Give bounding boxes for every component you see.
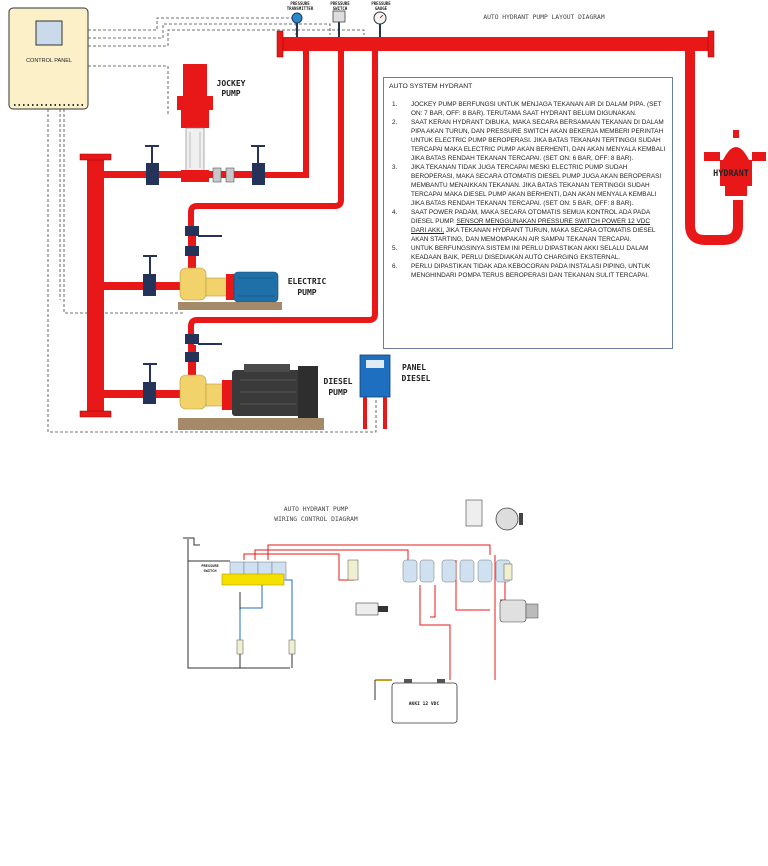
electric-pump-label-2: PUMP — [297, 288, 316, 297]
wiring-title-2: WIRING CONTROL DIAGRAM — [274, 516, 358, 523]
info-item: 2. SAAT KERAN HYDRANT DIBUKA, MAKA SECARA… — [389, 118, 667, 163]
info-item-text-underlined: SENSOR MENGGUNAKAN PRESSURE SWITCH POWER… — [411, 218, 650, 234]
alternator — [465, 499, 523, 531]
hydrant-label: HYDRANT — [713, 169, 749, 179]
diesel-pump-label-1: DIESEL — [324, 377, 353, 386]
info-item: 1. JOCKEY PUMP BERFUNGSI UNTUK MENJAGA TE… — [389, 100, 667, 118]
panel-diesel-label-1: PANEL — [402, 363, 426, 372]
electric-pump: ELECTRIC PUMP — [104, 226, 326, 310]
wiring-title-1: AUTO HYDRANT PUMP — [284, 506, 349, 513]
jockey-pump: JOCKEY PUMP — [104, 64, 260, 182]
panel-diesel: PANEL DIESEL — [359, 354, 431, 429]
pressure-switch-label-1: PRESSURE — [330, 1, 350, 6]
jockey-pump-label-2: PUMP — [221, 89, 240, 98]
wiring-pressure-switch-label-1: PRESSURE — [201, 564, 218, 568]
suction-header — [79, 153, 112, 418]
control-panel: CONTROL PANEL — [8, 7, 89, 110]
jockey-pump-label-1: JOCKEY — [217, 79, 246, 88]
pressure-switch: PRESSURE SWITCH — [330, 1, 350, 37]
info-item-text-cont: JIKA TEKANAN HYDRANT TURUN, MAKA SECARA … — [411, 227, 656, 243]
layout-diagram-title: AUTO HYDRANT PUMP LAYOUT DIAGRAM — [483, 14, 605, 21]
info-item-number: 4. — [392, 209, 398, 216]
battery-label: AKKI 12 VDC — [409, 701, 440, 707]
info-item-text: SAAT KERAN HYDRANT DIBUKA, MAKA SECARA B… — [411, 119, 666, 162]
fuel-solenoid — [355, 602, 388, 616]
diesel-pump: DIESEL PUMP — [104, 334, 353, 430]
pressure-gauge-label-1: PRESSURE — [371, 1, 391, 6]
header-pipe — [276, 30, 715, 58]
info-list: 1. JOCKEY PUMP BERFUNGSI UNTUK MENJAGA TE… — [389, 100, 667, 280]
info-item-number: 2. — [392, 119, 398, 126]
info-item-number: 3. — [392, 164, 398, 171]
jockey-valves — [145, 145, 265, 185]
starter-motor — [499, 599, 539, 623]
pressure-transmitter: PRESSURE TRANSMITTER — [287, 1, 314, 37]
info-item-text: JIKA TEKANAN TIDAK JUGA TERCAPAI MESKI E… — [411, 164, 662, 207]
info-item-number: 1. — [392, 101, 398, 108]
info-item-text: UNTUK BERFUNGSINYA SISTEM INI PERLU DIPA… — [411, 245, 649, 261]
pressure-transmitter-label-1: PRESSURE — [290, 1, 310, 6]
pressure-transmitter-label-2: TRANSMITTER — [287, 6, 314, 11]
pressure-switch-label-2: SWITCH — [333, 6, 348, 11]
pressure-switch-block: PRESSURE SWITCH — [201, 561, 287, 586]
info-item: 6. PERLU DIPASTIKAN TIDAK ADA KEBOCORAN P… — [389, 262, 667, 280]
info-item-number: 5. — [392, 245, 398, 252]
info-item-text: SAAT POWER PADAM, MAKA SECARA OTOMATIS S… — [411, 209, 650, 225]
relays-block — [347, 559, 513, 583]
panel-diesel-label-2: DIESEL — [402, 374, 431, 383]
electric-pump-label-1: ELECTRIC — [288, 277, 327, 286]
info-item-text: JOCKEY PUMP BERFUNGSI UNTUK MENJAGA TEKA… — [411, 101, 662, 117]
wiring-pressure-switch-label-2: SWITCH — [204, 569, 217, 573]
riser-pipes — [188, 51, 378, 345]
hydrant-branch — [685, 51, 743, 245]
hydrant: HYDRANT — [704, 130, 766, 196]
info-item: 3. JIKA TEKANAN TIDAK JUGA TERCAPAI MESKI… — [389, 163, 667, 208]
info-item-number: 6. — [392, 263, 398, 270]
resistor-elements — [236, 639, 296, 668]
diesel-pump-label-2: PUMP — [328, 388, 347, 397]
info-box-title: AUTO SYSTEM HYDRANT — [389, 83, 473, 90]
pressure-gauge-label-2: GAUGE — [375, 6, 388, 11]
info-item-text: PERLU DIPASTIKAN TIDAK ADA KEBOCORAN PAD… — [411, 263, 651, 279]
pressure-gauge: PRESSURE GAUGE — [371, 1, 391, 37]
info-item: 5. UNTUK BERFUNGSINYA SISTEM INI PERLU DI… — [389, 244, 667, 262]
info-item: 4. SAAT POWER PADAM, MAKA SECARA OTOMATIS… — [389, 208, 667, 244]
control-panel-label: CONTROL PANEL — [26, 58, 72, 64]
info-box: AUTO SYSTEM HYDRANT 1. JOCKEY PUMP BERFUN… — [383, 77, 673, 349]
battery: AKKI 12 VDC — [391, 679, 458, 724]
